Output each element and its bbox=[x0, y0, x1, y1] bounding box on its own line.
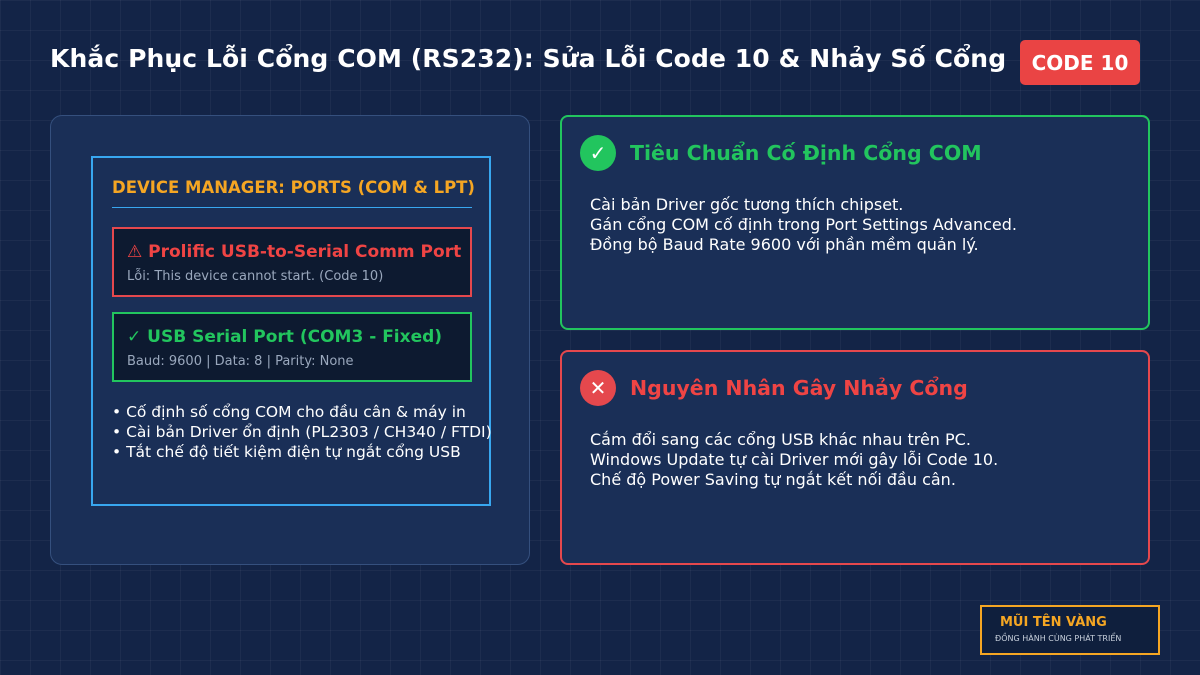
ok-port-detail: Baud: 9600 | Data: 8 | Parity: None bbox=[127, 354, 354, 369]
list-item: • Cài bản Driver ổn định (PL2303 / CH340… bbox=[112, 423, 492, 441]
error-port-item[interactable]: ⚠ Prolific USB-to-Serial Comm Port Lỗi: … bbox=[112, 227, 472, 297]
card-line: Gán cổng COM cố định trong Port Settings… bbox=[590, 215, 1017, 234]
logo-tagline: ĐỒNG HÀNH CÙNG PHÁT TRIỂN bbox=[995, 634, 1122, 643]
ok-port-item[interactable]: ✓ USB Serial Port (COM3 - Fixed) Baud: 9… bbox=[112, 312, 472, 382]
standard-card-title: Tiêu Chuẩn Cố Định Cổng COM bbox=[630, 141, 982, 165]
list-item: • Tắt chế độ tiết kiệm điện tự ngắt cổng… bbox=[112, 443, 461, 461]
ok-port-title: ✓ USB Serial Port (COM3 - Fixed) bbox=[127, 327, 443, 347]
check-circle-icon: ✓ bbox=[580, 135, 616, 171]
header-divider bbox=[112, 207, 472, 208]
brand-logo: MŨI TÊN VÀNG ĐỒNG HÀNH CÙNG PHÁT TRIỂN bbox=[980, 605, 1160, 655]
code-badge: CODE 10 bbox=[1020, 40, 1140, 85]
x-circle-icon: ✕ bbox=[580, 370, 616, 406]
device-manager-panel: DEVICE MANAGER: PORTS (COM & LPT) ⚠ Prol… bbox=[50, 115, 530, 565]
page-title: Khắc Phục Lỗi Cổng COM (RS232): Sửa Lỗi … bbox=[50, 44, 1007, 73]
error-port-title: ⚠ Prolific USB-to-Serial Comm Port bbox=[127, 242, 462, 262]
error-port-detail: Lỗi: This device cannot start. (Code 10) bbox=[127, 269, 384, 284]
card-line: Đồng bộ Baud Rate 9600 với phần mềm quản… bbox=[590, 235, 979, 254]
device-manager-window: DEVICE MANAGER: PORTS (COM & LPT) ⚠ Prol… bbox=[91, 156, 492, 506]
standard-card-body: Cài bản Driver gốc tương thích chipset. … bbox=[590, 195, 1017, 255]
standard-card: ✓ Tiêu Chuẩn Cố Định Cổng COM Cài bản Dr… bbox=[560, 115, 1150, 330]
card-line: Cắm đổi sang các cổng USB khác nhau trên… bbox=[590, 430, 971, 449]
tips-list: • Cố định số cổng COM cho đầu cân & máy … bbox=[112, 402, 492, 462]
card-line: Cài bản Driver gốc tương thích chipset. bbox=[590, 195, 904, 214]
cause-card-body: Cắm đổi sang các cổng USB khác nhau trên… bbox=[590, 430, 998, 490]
card-line: Chế độ Power Saving tự ngắt kết nối đầu … bbox=[590, 470, 956, 489]
cause-card: ✕ Nguyên Nhân Gây Nhảy Cổng Cắm đổi sang… bbox=[560, 350, 1150, 565]
device-manager-header: DEVICE MANAGER: PORTS (COM & LPT) bbox=[112, 178, 475, 197]
logo-name: MŨI TÊN VÀNG bbox=[1000, 615, 1107, 630]
card-line: Windows Update tự cài Driver mới gây lỗi… bbox=[590, 450, 999, 469]
list-item: • Cố định số cổng COM cho đầu cân & máy … bbox=[112, 403, 466, 421]
cause-card-title: Nguyên Nhân Gây Nhảy Cổng bbox=[630, 376, 968, 400]
